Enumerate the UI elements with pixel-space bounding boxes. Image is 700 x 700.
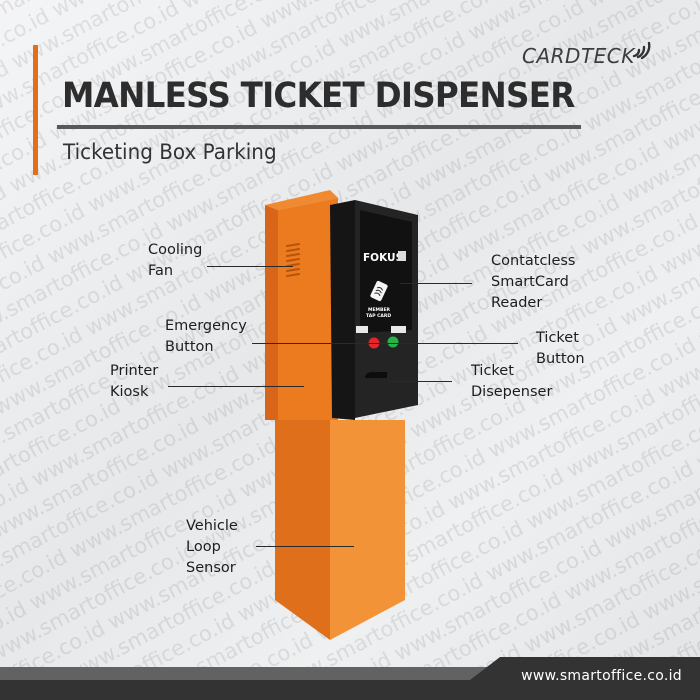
leader-line [388,381,452,383]
leader-line [207,266,293,268]
leader-line [252,343,518,345]
page-title: MANLESS TICKET DISPENSER [62,76,575,116]
svg-text:FOKUS: FOKUS [363,252,403,264]
title-divider [57,125,581,129]
callout-cooling-fan: Cooling Fan [148,242,203,279]
cardteck-logo: CARDTECK [522,38,652,72]
callout-emergency-button: Emergency Button [165,318,247,355]
footer-tab [470,657,700,700]
leader-line [168,386,304,388]
page-subtitle: Ticketing Box Parking [63,140,277,164]
cooling-fan-vents [286,243,300,277]
callout-printer-kiosk: Printer Kiosk [110,363,159,400]
callout-ticket-dispenser: Ticket Disepenser [471,363,553,400]
svg-text:TAP CARD: TAP CARD [366,313,391,319]
brand-logo-text: CARDTECK [522,44,635,68]
callout-vehicle-loop-sensor: Vehicle Loop Sensor [186,518,238,576]
leader-line [400,283,472,285]
accent-bar [33,45,38,175]
leader-line [256,546,354,548]
svg-text:MEMBER: MEMBER [368,307,391,313]
ticket-button-knob [387,336,399,348]
contactless-waves-icon [632,41,651,60]
callout-contactless-reader: Contatcless SmartCard Reader [491,253,576,311]
footer-website-link[interactable]: www.smartoffice.co.id [521,668,682,684]
callout-ticket-button: Ticket Button [536,330,585,367]
